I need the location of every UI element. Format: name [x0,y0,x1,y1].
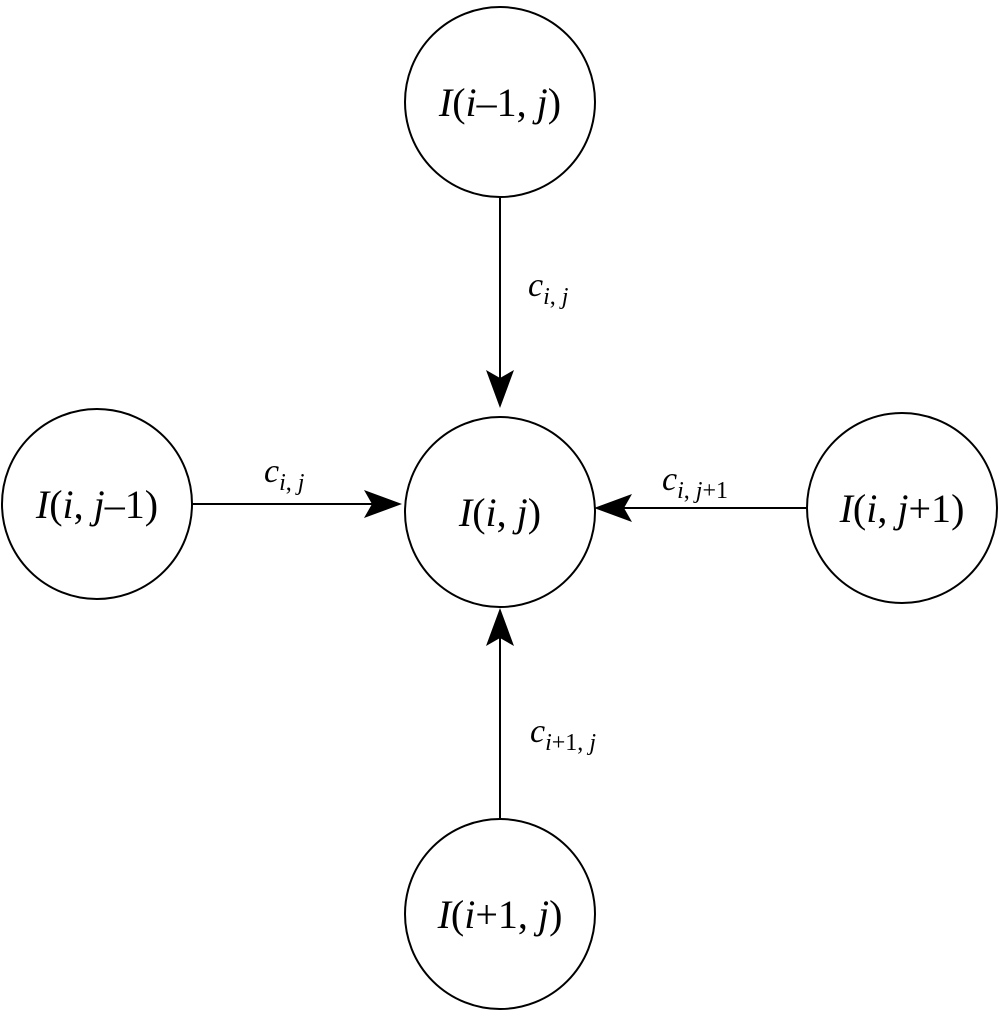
node-arg: j [533,892,549,937]
edge-weight-subscript: i [677,478,684,504]
node-top-circle [404,6,596,198]
edge-top-weight-label: ci, j [528,267,569,310]
edge-weight-symbol: c [662,461,677,498]
close-paren: ) [145,482,158,527]
node-arg: i [486,490,497,535]
node-bottom: I(i+1, j) [404,818,596,1010]
node-left-circle [1,408,193,600]
close-paren: ) [549,892,562,937]
edge-bottom-arrowhead [486,608,514,646]
edge-weight-subscript: , [684,478,696,504]
node-arg: , [497,490,517,535]
node-left-label: I(i, j–1) [35,482,158,527]
edge-right-weight-label: ci, j+1 [662,461,728,504]
edge-weight-symbol: c [530,713,545,750]
node-center: I(i, j) [404,416,596,608]
edge-left [192,490,402,518]
node-arg: , [877,486,897,531]
edge-top [486,197,514,408]
edge-weight-symbol: c [264,453,279,490]
edge-weight-subscript: j [295,470,305,496]
node-func-symbol: I [458,490,474,535]
edge-weight-subscript: , [550,284,562,310]
node-left: I(i, j–1) [1,408,193,600]
close-paren: ) [548,80,561,125]
edge-weight-subscript: i [545,730,552,756]
edge-right-arrowhead [594,494,632,522]
node-top-label: I(i–1, j) [438,80,561,125]
open-paren: ( [472,490,485,535]
node-arg: +1 [909,486,952,531]
edge-weight-subscript: i [543,284,550,310]
edge-weight-subscript: +1, [552,730,590,756]
edge-top-arrowhead [486,370,514,408]
node-func-symbol: I [839,486,855,531]
close-paren: ) [951,486,964,531]
node-arg: i [866,486,877,531]
node-func-symbol: I [35,482,51,527]
node-func-symbol: I [437,892,453,937]
node-arg: j [512,490,528,535]
node-arg: i [63,482,74,527]
node-top: I(i–1, j) [404,6,596,198]
node-arg: +1, [475,892,538,937]
edge-right [594,494,806,522]
node-arg: j [892,486,908,531]
node-func-symbol: I [438,80,454,125]
edge-left-weight-label: ci, j [264,453,305,496]
close-paren: ) [528,490,541,535]
open-paren: ( [49,482,62,527]
node-arg: i [464,892,475,937]
edge-weight-subscript: j [586,730,596,756]
open-paren: ( [451,892,464,937]
node-center-label: I(i, j) [458,490,541,535]
edge-left-arrowhead [364,490,402,518]
node-bottom-circle [404,818,596,1010]
open-paren: ( [452,80,465,125]
node-arg: i [466,80,477,125]
edge-bottom [486,608,514,818]
edge-weight-symbol: c [528,267,543,304]
node-arg: j [532,80,548,125]
edge-weight-subscript: j [559,284,569,310]
node-right-label: I(i, j+1) [839,486,965,531]
node-bottom-label: I(i+1, j) [437,892,563,937]
edge-bottom-weight-label: ci+1, j [530,713,596,756]
node-arg: –1 [104,482,145,527]
edge-weight-subscript: j [693,478,703,504]
node-center-circle [404,416,596,608]
node-arg: –1, [476,80,537,125]
open-paren: ( [853,486,866,531]
node-right-circle [806,412,998,604]
edge-weight-subscript: +1 [702,478,728,504]
node-right: I(i, j+1) [806,412,998,604]
node-arg: j [89,482,105,527]
edge-weight-subscript: i [279,470,286,496]
node-arg: , [74,482,94,527]
edge-weight-subscript: , [286,470,298,496]
